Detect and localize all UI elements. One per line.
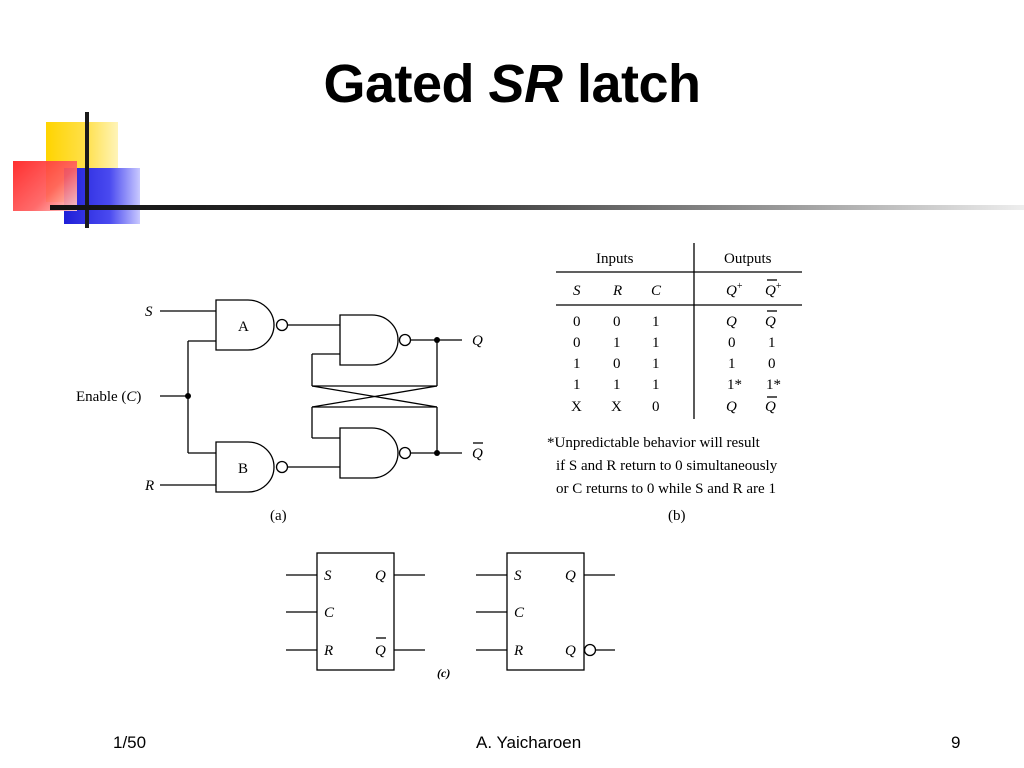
title-italic: SR bbox=[488, 54, 563, 114]
svg-text:1*: 1* bbox=[727, 377, 742, 393]
input-label-r: R bbox=[144, 478, 154, 494]
svg-text:1: 1 bbox=[652, 335, 660, 351]
table-col-r: R bbox=[612, 283, 622, 299]
svg-text:1: 1 bbox=[768, 335, 776, 351]
gate-a-bubble bbox=[275, 318, 289, 332]
table-inputs-header: Inputs bbox=[596, 251, 634, 267]
svg-text:0: 0 bbox=[652, 399, 660, 415]
symbol-1-pin-r: R bbox=[323, 643, 333, 659]
table-row: 1 0 1 1 0 bbox=[573, 356, 776, 372]
symbol-2-pin-s: S bbox=[514, 568, 522, 584]
svg-text:0: 0 bbox=[613, 314, 621, 330]
nand-gate-lower bbox=[339, 427, 399, 479]
symbol-2-pin-q-top: Q bbox=[565, 568, 576, 584]
circuit-wires bbox=[160, 310, 462, 486]
deco-vertical-line bbox=[85, 112, 89, 228]
table-note-line-2: if S and R return to 0 simultaneously bbox=[556, 458, 778, 474]
nand-gate-a bbox=[215, 299, 275, 351]
svg-text:X: X bbox=[611, 399, 622, 415]
caption-c: (c) bbox=[437, 666, 450, 680]
symbol-2-pin-q-bottom: Q bbox=[565, 643, 576, 659]
svg-text:0: 0 bbox=[728, 335, 736, 351]
svg-text:0: 0 bbox=[768, 356, 776, 372]
footer-page-counter: 1/50 bbox=[113, 733, 147, 752]
gate-a-label: A bbox=[238, 319, 249, 335]
output-label-qbar: Q bbox=[472, 446, 483, 462]
title-end: latch bbox=[562, 54, 701, 114]
caption-b: (b) bbox=[668, 508, 686, 524]
junction-dot-q bbox=[434, 337, 440, 343]
table-row: X X 0 Q Q bbox=[571, 399, 776, 415]
junction-dot-enable bbox=[185, 393, 191, 399]
svg-text:1: 1 bbox=[573, 377, 581, 393]
svg-text:Q: Q bbox=[765, 314, 776, 330]
symbol-1-pin-qbar: Q bbox=[375, 643, 386, 659]
footer-author: A. Yaicharoen bbox=[476, 733, 582, 752]
svg-text:0: 0 bbox=[573, 314, 581, 330]
table-note-line-3: or C returns to 0 while S and R are 1 bbox=[556, 481, 776, 497]
upper-gate-bubble bbox=[398, 333, 412, 347]
table-outputs-header: Outputs bbox=[724, 251, 772, 267]
symbol-1-pin-c: C bbox=[324, 605, 335, 621]
nand-gate-b bbox=[215, 441, 275, 493]
svg-text:1*: 1* bbox=[766, 377, 781, 393]
gate-b-label: B bbox=[238, 461, 248, 477]
svg-text:1: 1 bbox=[613, 335, 621, 351]
svg-text:0: 0 bbox=[573, 335, 581, 351]
symbol-2-pin-c: C bbox=[514, 605, 525, 621]
lower-gate-bubble bbox=[398, 446, 412, 460]
table-col-s: S bbox=[573, 283, 581, 299]
symbol-1-pin-s: S bbox=[324, 568, 332, 584]
gate-b-bubble bbox=[275, 460, 289, 474]
table-col-qbar-plus: Q+ bbox=[765, 281, 782, 299]
table-row: 0 0 1 Q Q bbox=[573, 314, 776, 330]
svg-text:1: 1 bbox=[573, 356, 581, 372]
junction-dot-qbar bbox=[434, 450, 440, 456]
table-col-c: C bbox=[651, 283, 662, 299]
svg-text:1: 1 bbox=[728, 356, 736, 372]
symbol-2-pin-r: R bbox=[513, 643, 523, 659]
symbol-1-pin-q: Q bbox=[375, 568, 386, 584]
table-col-q-plus: Q+ bbox=[726, 281, 743, 299]
svg-text:1: 1 bbox=[652, 314, 660, 330]
symbol-2-inversion-bubble bbox=[583, 643, 597, 657]
nand-gate-upper bbox=[339, 314, 399, 366]
svg-text:Q: Q bbox=[765, 399, 776, 415]
slide-title: Gated SR latch bbox=[0, 52, 1024, 116]
enable-label: Enable (C) bbox=[76, 389, 141, 405]
title-main: Gated bbox=[323, 54, 489, 114]
svg-text:Q: Q bbox=[726, 399, 737, 415]
table-row: 0 1 1 0 1 bbox=[573, 335, 776, 351]
svg-text:1: 1 bbox=[652, 356, 660, 372]
svg-text:0: 0 bbox=[613, 356, 621, 372]
caption-a: (a) bbox=[270, 508, 287, 524]
deco-horizontal-rule bbox=[50, 205, 1024, 210]
table-row: 1 1 1 1* 1* bbox=[573, 377, 781, 393]
footer-slide-number: 9 bbox=[951, 733, 961, 752]
svg-text:Q: Q bbox=[726, 314, 737, 330]
svg-text:1: 1 bbox=[613, 377, 621, 393]
svg-text:X: X bbox=[571, 399, 582, 415]
input-label-s: S bbox=[145, 304, 153, 320]
output-label-q: Q bbox=[472, 333, 483, 349]
deco-red-square bbox=[13, 161, 77, 211]
svg-text:1: 1 bbox=[652, 377, 660, 393]
table-note-line-1: *Unpredictable behavior will result bbox=[547, 435, 761, 451]
